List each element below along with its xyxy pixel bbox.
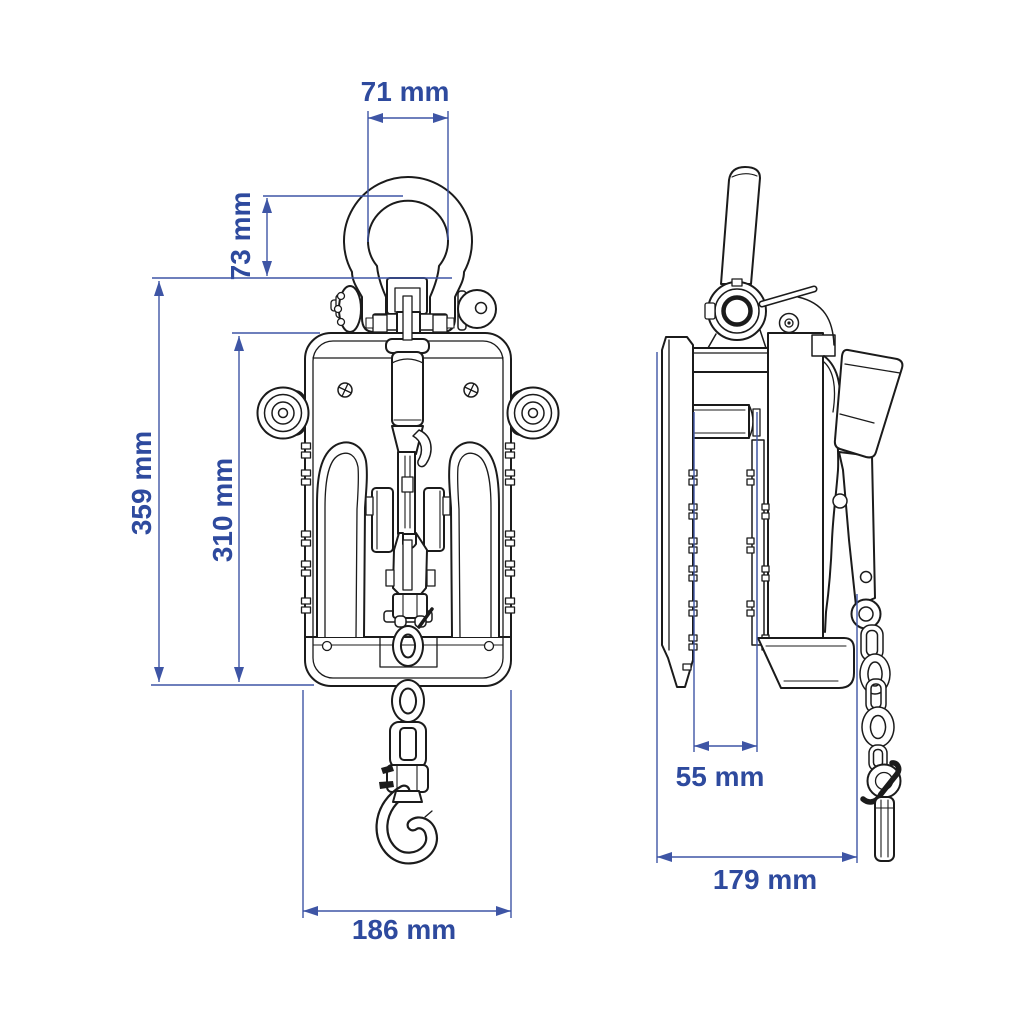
side-fin [661, 336, 694, 688]
side-flange [412, 429, 432, 468]
lever-bolt [832, 493, 848, 509]
dim-body-height: 310 mm [207, 332, 320, 682]
dim-shackle-eye-width: 71 mm [361, 76, 450, 242]
hook-cotter-pin [381, 765, 394, 774]
dim-body-width: 186 mm [302, 690, 512, 945]
dim-shackle-height: 73 mm [152, 192, 452, 281]
dim-overall-depth: 179 mm [656, 352, 858, 895]
axle-knob-right [506, 386, 560, 440]
hook-shank [392, 790, 423, 803]
side-chain [859, 624, 902, 862]
load-rod [397, 451, 416, 535]
side-view [661, 166, 904, 862]
cylinder [391, 351, 424, 427]
chain-grip-bar [874, 796, 895, 862]
chain-link [392, 625, 424, 667]
dim-label-179mm: 179 mm [713, 864, 817, 895]
front-mechanism [365, 338, 451, 629]
chain-link [389, 721, 427, 769]
band-bolt-left [321, 640, 333, 652]
dim-label-71mm: 71 mm [361, 76, 450, 107]
side-shackle-pin [704, 166, 835, 349]
dim-label-55mm: 55 mm [676, 761, 765, 792]
dim-label-73mm: 73 mm [225, 192, 256, 281]
side-body [661, 332, 855, 689]
fin-notches [682, 469, 698, 671]
cotter-slash [417, 607, 434, 629]
dim-label-186mm: 186 mm [352, 914, 456, 945]
axle-knob-left [256, 386, 310, 440]
lower-clevis [392, 593, 428, 619]
front-chain-hook [375, 625, 439, 865]
chain-end-hook [860, 760, 902, 805]
screw-right [463, 382, 479, 398]
front-view [256, 176, 560, 865]
front-body-edge-notches [300, 442, 516, 614]
band-bolt-right [483, 640, 495, 652]
sheave-lobes [316, 441, 500, 638]
dim-label-310mm: 310 mm [207, 458, 238, 562]
chain-slot [379, 636, 438, 668]
chain-link [861, 706, 895, 748]
lever-grip [833, 348, 904, 459]
guide-block-right [423, 487, 445, 552]
stem-cap [385, 338, 430, 354]
lever-hole [859, 570, 873, 584]
chain-link [391, 679, 425, 723]
housing-step [811, 334, 836, 357]
guide-block-left [371, 487, 394, 553]
side-bottom-cap [757, 637, 855, 689]
dim-overall-height: 359 mm [126, 281, 314, 686]
stem-pin [402, 295, 413, 341]
screw-left [337, 382, 353, 398]
hook-cotter-pin [379, 781, 394, 789]
front-pin-hardware [330, 277, 497, 341]
dimensions: 71 mm 73 mm 359 mm 310 mm 186 mm 55 mm [126, 76, 858, 945]
side-lever [832, 348, 904, 630]
dim-label-359mm: 359 mm [126, 431, 157, 535]
top-beam [686, 347, 769, 373]
shackle-edge-bar [720, 166, 761, 285]
lever-arm [838, 451, 876, 607]
side-housing [767, 332, 824, 639]
boss-tab [704, 302, 716, 320]
dim-inner-gap-width: 55 mm [676, 412, 765, 792]
